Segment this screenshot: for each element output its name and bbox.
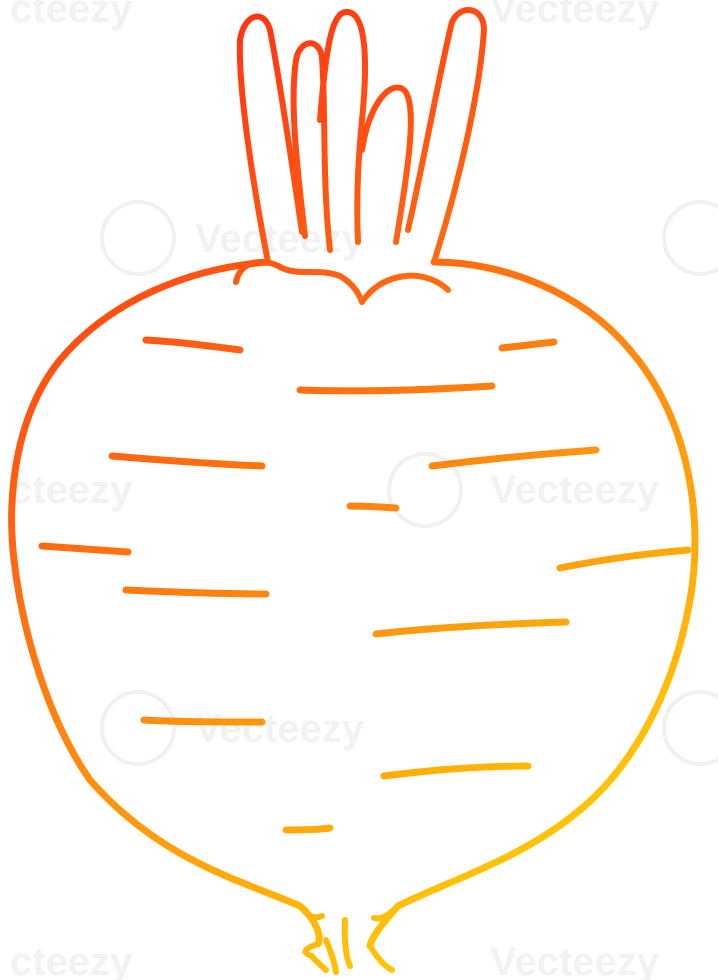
leaf-4 [359,84,414,245]
skin-mark [428,446,600,470]
beet-skin-marks [38,336,692,834]
skin-mark [140,716,266,726]
skin-mark [380,762,532,780]
beet-tail [297,903,401,975]
watermark-text-2: cteezy [10,468,133,512]
skin-mark [142,336,244,354]
skin-mark [346,502,400,512]
skin-mark [122,586,270,598]
skin-mark [108,452,266,470]
leaf-2 [290,40,333,253]
skin-mark [556,546,692,572]
leaf-3 [317,9,369,245]
skin-mark [498,338,558,352]
watermark-text-top-left: cteezy [10,0,133,31]
watermark-text-top-right: Vecteezy [490,0,660,31]
watermark-text-1: Vecteezy [195,217,365,261]
leaf-5 [405,7,487,265]
watermark-text-3: Vecteezy [490,468,660,512]
beet-leaves [236,7,487,265]
watermark-text-6: Vecteezy [490,940,660,980]
skin-mark [296,382,496,395]
skin-mark [38,542,132,556]
watermark-text-5: cteezy [10,940,133,980]
watermark: cteezy Vecteezy Vecteezy cteezy Vecteezy… [10,0,718,980]
skin-mark [282,824,334,834]
beet-body-outline [8,258,699,950]
leaf-1 [236,13,305,265]
watermark-logo-icon [100,200,718,766]
watermark-text-4: Vecteezy [195,707,365,751]
beet-crown [233,258,451,305]
skin-mark [372,618,570,638]
